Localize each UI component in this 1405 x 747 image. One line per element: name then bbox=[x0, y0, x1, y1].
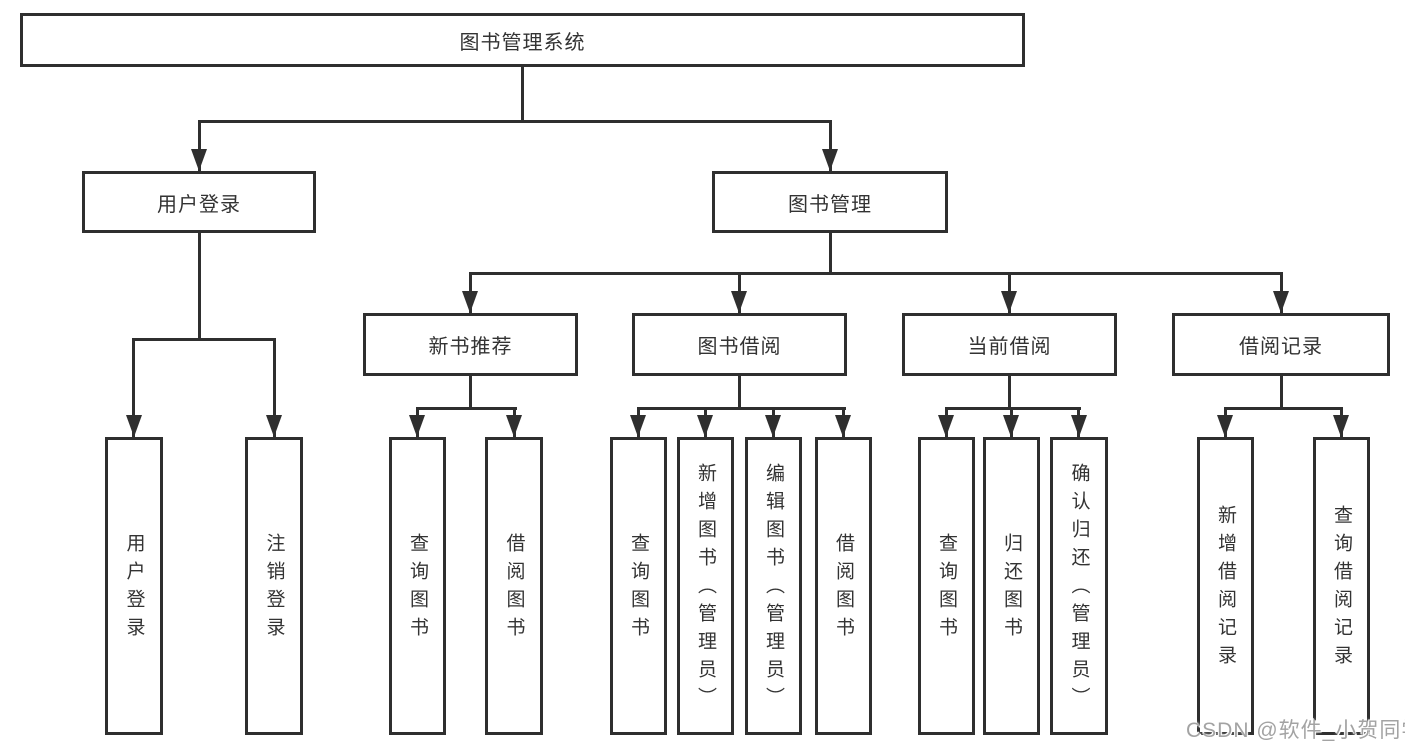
connector-vline bbox=[198, 120, 201, 171]
arrow-down-icon bbox=[938, 415, 954, 437]
connector-vline bbox=[1280, 376, 1283, 407]
connector-hline bbox=[1224, 407, 1343, 410]
leaf-borrow-books: 借阅图书 bbox=[815, 437, 872, 735]
leaf-logout: 注销登录 bbox=[245, 437, 303, 735]
arrow-down-icon bbox=[1273, 291, 1289, 313]
arrow-down-icon bbox=[697, 415, 713, 437]
arrow-down-icon bbox=[266, 415, 282, 437]
node-book-management: 图书管理 bbox=[712, 171, 948, 233]
connector-hline bbox=[945, 407, 1081, 410]
arrow-down-icon bbox=[1071, 415, 1087, 437]
node-new-book-recommend: 新书推荐 bbox=[363, 313, 578, 376]
leaf-query-borrow-record: 查询借阅记录 bbox=[1313, 437, 1370, 735]
connector-vline bbox=[273, 338, 276, 437]
leaf-edit-books-admin: 编辑图书（管理员） bbox=[745, 437, 802, 735]
arrow-down-icon bbox=[409, 415, 425, 437]
arrow-down-icon bbox=[1333, 415, 1349, 437]
connector-vline bbox=[469, 376, 472, 407]
arrow-down-icon bbox=[731, 291, 747, 313]
connector-hline bbox=[416, 407, 517, 410]
leaf-add-borrow-record: 新增借阅记录 bbox=[1197, 437, 1254, 735]
node-user-login: 用户登录 bbox=[82, 171, 316, 233]
arrow-down-icon bbox=[126, 415, 142, 437]
arrow-down-icon bbox=[1001, 291, 1017, 313]
arrow-down-icon bbox=[765, 415, 781, 437]
connector-hline bbox=[198, 120, 832, 123]
watermark: CSDN @软件_小贺同学 bbox=[1186, 719, 1405, 742]
connector-hline bbox=[469, 272, 1283, 275]
leaf-borrow-books: 借阅图书 bbox=[485, 437, 543, 735]
connector-vline bbox=[198, 233, 201, 338]
connector-hline bbox=[637, 407, 846, 410]
arrow-down-icon bbox=[462, 291, 478, 313]
arrow-down-icon bbox=[506, 415, 522, 437]
node-library-management-system: 图书管理系统 bbox=[20, 13, 1025, 67]
leaf-add-books-admin: 新增图书（管理员） bbox=[677, 437, 734, 735]
connector-vline bbox=[1008, 376, 1011, 407]
arrow-down-icon bbox=[630, 415, 646, 437]
connector-vline bbox=[829, 120, 832, 171]
connector-vline bbox=[521, 67, 524, 120]
connector-vline bbox=[738, 376, 741, 407]
node-borrow-records: 借阅记录 bbox=[1172, 313, 1390, 376]
leaf-user-login: 用户登录 bbox=[105, 437, 163, 735]
leaf-confirm-return-admin: 确认归还（管理员） bbox=[1050, 437, 1108, 735]
node-book-borrow: 图书借阅 bbox=[632, 313, 847, 376]
arrow-down-icon bbox=[822, 149, 838, 171]
arrow-down-icon bbox=[1217, 415, 1233, 437]
leaf-query-books: 查询图书 bbox=[389, 437, 446, 735]
arrow-down-icon bbox=[1003, 415, 1019, 437]
connector-hline bbox=[132, 338, 276, 341]
connector-vline bbox=[829, 233, 832, 272]
connector-vline bbox=[132, 338, 135, 437]
leaf-query-books: 查询图书 bbox=[610, 437, 667, 735]
leaf-return-books: 归还图书 bbox=[983, 437, 1040, 735]
arrow-down-icon bbox=[191, 149, 207, 171]
arrow-down-icon bbox=[835, 415, 851, 437]
leaf-query-books: 查询图书 bbox=[918, 437, 975, 735]
node-current-borrow: 当前借阅 bbox=[902, 313, 1117, 376]
